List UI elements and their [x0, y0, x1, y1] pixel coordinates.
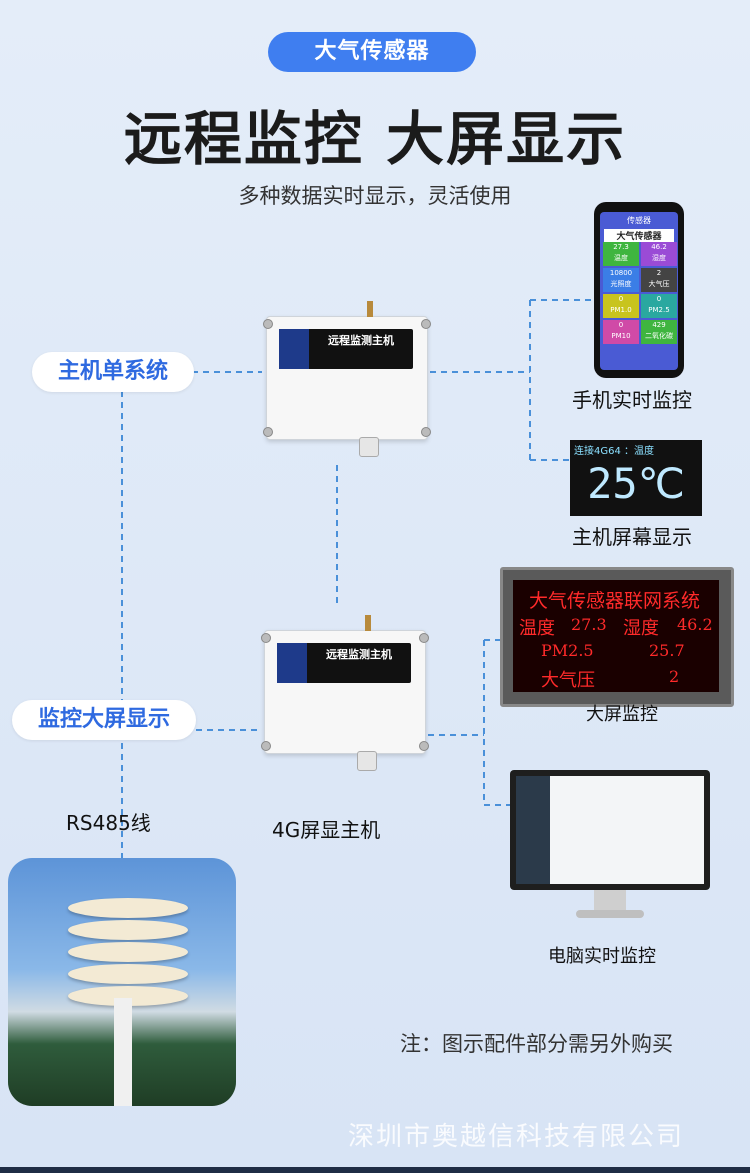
big-led-label: 温度	[519, 618, 555, 639]
phone-tile-name: 大气压	[648, 280, 670, 288]
host-panel-title: 远程监测主机	[326, 648, 392, 661]
screw-icon	[421, 427, 431, 437]
phone-tile-value: 429	[652, 321, 666, 329]
host-status-strip	[277, 643, 307, 683]
radiation-shield-plate	[68, 942, 188, 962]
big-led-value: 46.2	[677, 615, 713, 634]
host-led-value: 25℃	[587, 459, 685, 508]
pc-monitor	[510, 770, 710, 890]
phone-tile-value: 0	[618, 295, 624, 303]
host-screen-label: 主机屏幕显示	[572, 525, 692, 549]
sensor-product-photo	[8, 858, 236, 1106]
host-led-status: 连接4G64 ：温度	[574, 446, 655, 457]
phone-tile-name: PM2.5	[648, 306, 670, 314]
pc-sidebar	[516, 776, 550, 884]
accessory-note: 注：图示配件部分需另外购买	[400, 1032, 673, 1056]
host-led-display: 连接4G64 ：温度 25℃	[570, 440, 702, 516]
big-led-label: 湿度	[623, 618, 659, 639]
big-led-title: 大气传感器联网系统	[529, 590, 701, 612]
phone-sensor-tile: 429 二氧化碳	[641, 320, 677, 344]
phone-sensor-tile: 46.2 湿度	[641, 242, 677, 266]
screw-icon	[421, 319, 431, 329]
radiation-shield-plate	[68, 986, 188, 1006]
phone-tile-name: 二氧化碳	[645, 332, 673, 340]
phone-tile-name: 湿度	[652, 254, 666, 262]
cable-gland-icon	[357, 751, 377, 771]
bottom-bar	[0, 1167, 750, 1173]
remote-monitor-host: 远程监测主机	[263, 301, 431, 457]
big-led-panel: 大气传感器联网系统 温度 27.3 湿度 46.2 PM2.5 25.7 大气压…	[513, 580, 719, 692]
pc-screen	[516, 776, 704, 884]
big-led-label: 大气压	[541, 670, 595, 691]
big-led-label: PM2.5	[541, 641, 594, 660]
product-badge: 大气传感器	[268, 32, 476, 72]
screw-icon	[263, 319, 273, 329]
phone-app-title: 大气传感器	[604, 229, 674, 242]
screw-icon	[261, 633, 271, 643]
antenna-icon	[367, 301, 373, 317]
monitor-stand-base	[576, 910, 644, 918]
phone-tile-value: 46.2	[651, 243, 667, 251]
pc-monitor-label: 电脑实时监控	[548, 946, 656, 967]
4g-display-host: 远程监测主机	[261, 615, 429, 771]
cable-gland-icon	[359, 437, 379, 457]
page-subtitle: 多种数据实时显示，灵活使用	[238, 184, 512, 208]
phone-tile-name: PM1.0	[610, 306, 632, 314]
phone-tile-name: 温度	[614, 254, 628, 262]
phone-tile-value: 27.3	[613, 243, 629, 251]
radiation-shield-plate	[68, 964, 188, 984]
phone-tile-value: 10800	[609, 269, 633, 277]
phone-tile-value: 0	[656, 295, 662, 303]
screw-icon	[419, 741, 429, 751]
4g-host-label: 4G屏显主机	[272, 818, 381, 842]
page-title: 远程监控 大屏显示	[123, 105, 627, 173]
screw-icon	[419, 633, 429, 643]
screw-icon	[261, 741, 271, 751]
phone-monitor-label: 手机实时监控	[572, 388, 692, 412]
sensor-pole	[114, 998, 132, 1106]
radiation-shield-plate	[68, 920, 188, 940]
monitor-stand	[594, 890, 626, 912]
host-panel-title: 远程监测主机	[328, 334, 394, 347]
big-screen-label: 大屏监控	[586, 704, 658, 725]
phone-sensor-tile: 27.3 温度	[603, 242, 639, 266]
big-led-value: 27.3	[571, 615, 607, 634]
host-single-system-pill: 主机单系统	[32, 352, 194, 392]
antenna-icon	[365, 615, 371, 631]
rs485-cable-label: RS485线	[66, 811, 151, 835]
screw-icon	[263, 427, 273, 437]
phone-tile-name: 光照度	[610, 280, 632, 288]
host-status-strip	[279, 329, 309, 369]
phone-app-header: 传感器	[627, 216, 651, 225]
phone-tile-value: 2	[656, 269, 662, 277]
radiation-shield-plate	[68, 898, 188, 918]
phone-sensor-tile: 10800 光照度	[603, 268, 639, 292]
phone-tile-name: PM10	[611, 332, 631, 340]
big-led-screen: 大气传感器联网系统 温度 27.3 湿度 46.2 PM2.5 25.7 大气压…	[500, 567, 734, 707]
phone-tile-value: 0	[618, 321, 624, 329]
big-led-value: 2	[669, 667, 680, 686]
company-watermark: 深圳市奥越信科技有限公司	[348, 1122, 685, 1152]
big-led-value: 25.7	[649, 641, 685, 660]
phone-sensor-tile: 2 大气压	[641, 268, 677, 292]
monitor-screen-pill: 监控大屏显示	[12, 700, 196, 740]
